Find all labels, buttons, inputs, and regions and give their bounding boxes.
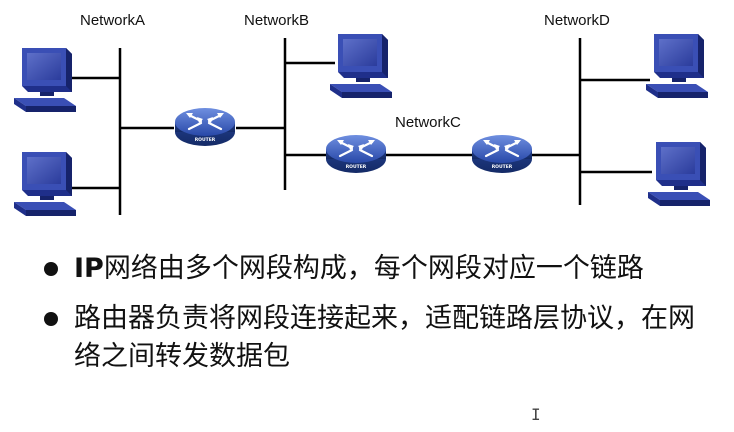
computer-icon — [14, 152, 76, 216]
network-b-label: NetworkB — [244, 12, 309, 29]
text-cursor-icon: I — [531, 405, 541, 424]
bullet-item: IP网络由多个网段构成，每个网段对应一个链路 — [40, 250, 700, 288]
bullet-lead: IP — [74, 253, 104, 284]
computer-icon — [14, 48, 76, 112]
network-diagram: NetworkA NetworkB NetworkC NetworkD ROUT… — [14, 12, 710, 216]
computer-icon — [648, 142, 710, 206]
bullet-dot — [44, 312, 58, 326]
router-icon: ROUTER — [173, 106, 237, 148]
network-links — [68, 38, 652, 215]
bullet-item: 路由器负责将网段连接起来，适配链路层协议，在网络之间转发数据包 — [40, 300, 700, 376]
bullet-text: 路由器负责将网段连接起来，适配链路层协议，在网络之间转发数据包 — [74, 303, 695, 372]
router-label: ROUTER — [346, 164, 367, 170]
router-label: ROUTER — [195, 137, 216, 143]
computer-icon — [646, 34, 708, 98]
bullet-dot — [44, 262, 58, 276]
router-icon: ROUTER — [470, 133, 534, 175]
network-c-label: NetworkC — [395, 114, 461, 131]
bullet-text: 网络由多个网段构成，每个网段对应一个链路 — [103, 253, 644, 284]
computer-icon — [330, 34, 392, 98]
router-icon: ROUTER — [324, 133, 388, 175]
network-a-label: NetworkA — [80, 12, 145, 29]
bullet-list: IP网络由多个网段构成，每个网段对应一个链路 路由器负责将网段连接起来，适配链路… — [40, 250, 700, 388]
network-d-label: NetworkD — [544, 12, 610, 29]
router-label: ROUTER — [492, 164, 513, 170]
